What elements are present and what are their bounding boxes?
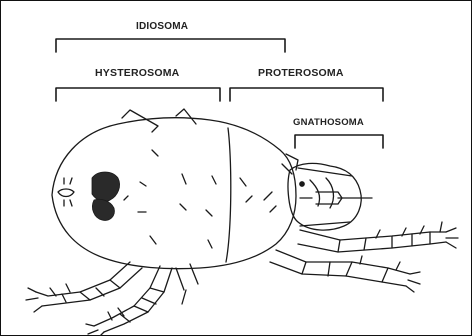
bracket-idiosoma xyxy=(56,39,285,52)
bracket-proterosoma xyxy=(230,88,383,101)
bracket-gnathosoma xyxy=(295,135,383,148)
mite-body xyxy=(26,109,458,336)
bracket-hysterosoma xyxy=(56,88,220,101)
